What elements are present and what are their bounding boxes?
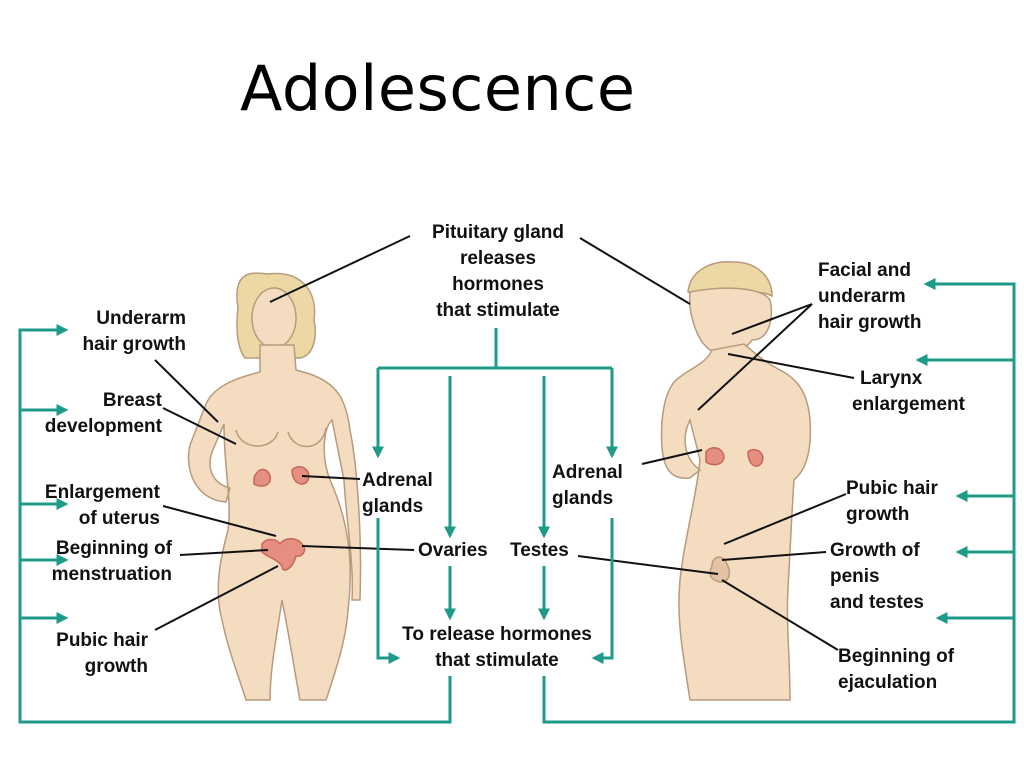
underarm-label: Underarm hair growth (82, 308, 186, 355)
female-breast-right (287, 427, 327, 448)
adrenal-right-label: Adrenal glands (552, 462, 623, 509)
male-head (688, 287, 773, 354)
female-adrenal-right-gland (291, 466, 310, 485)
penis-label: Growth of penis and testes (830, 540, 924, 613)
female-uterus (261, 538, 306, 571)
male-genitals (709, 556, 731, 583)
hormone-arrows (18, 278, 1016, 724)
pointer-lines (154, 235, 855, 651)
release-label: To release hormones that stimulate (402, 624, 592, 671)
male-adrenal-right-gland (747, 448, 764, 467)
menstruation-label: Beginning of menstruation (51, 538, 172, 585)
female-adrenal-left-gland (253, 468, 271, 487)
pubic-female-label: Pubic hair growth (56, 630, 148, 677)
testes-label: Testes (510, 540, 569, 561)
breast-label: Breast development (44, 390, 162, 437)
pubic-male-label: Pubic hair growth (846, 478, 938, 525)
facial-label: Facial and underarm hair growth (818, 260, 922, 333)
female-breast-left (235, 429, 279, 447)
male-adrenal-left-gland (705, 447, 725, 466)
pituitary-label: Pituitary gland releases hormones that s… (432, 222, 564, 321)
larynx-label: Larynx enlargement (852, 368, 965, 415)
uterus-label: Enlargement of uterus (44, 482, 160, 529)
page-title: Adolescence (240, 52, 636, 125)
ovaries-label: Ovaries (418, 540, 488, 561)
male-torso (660, 343, 812, 701)
female-head (251, 287, 297, 349)
adrenal-left-label: Adrenal glands (362, 470, 433, 517)
female-figure (187, 272, 362, 701)
female-torso (187, 344, 362, 701)
ejaculation-label: Beginning of ejaculation (838, 646, 955, 693)
